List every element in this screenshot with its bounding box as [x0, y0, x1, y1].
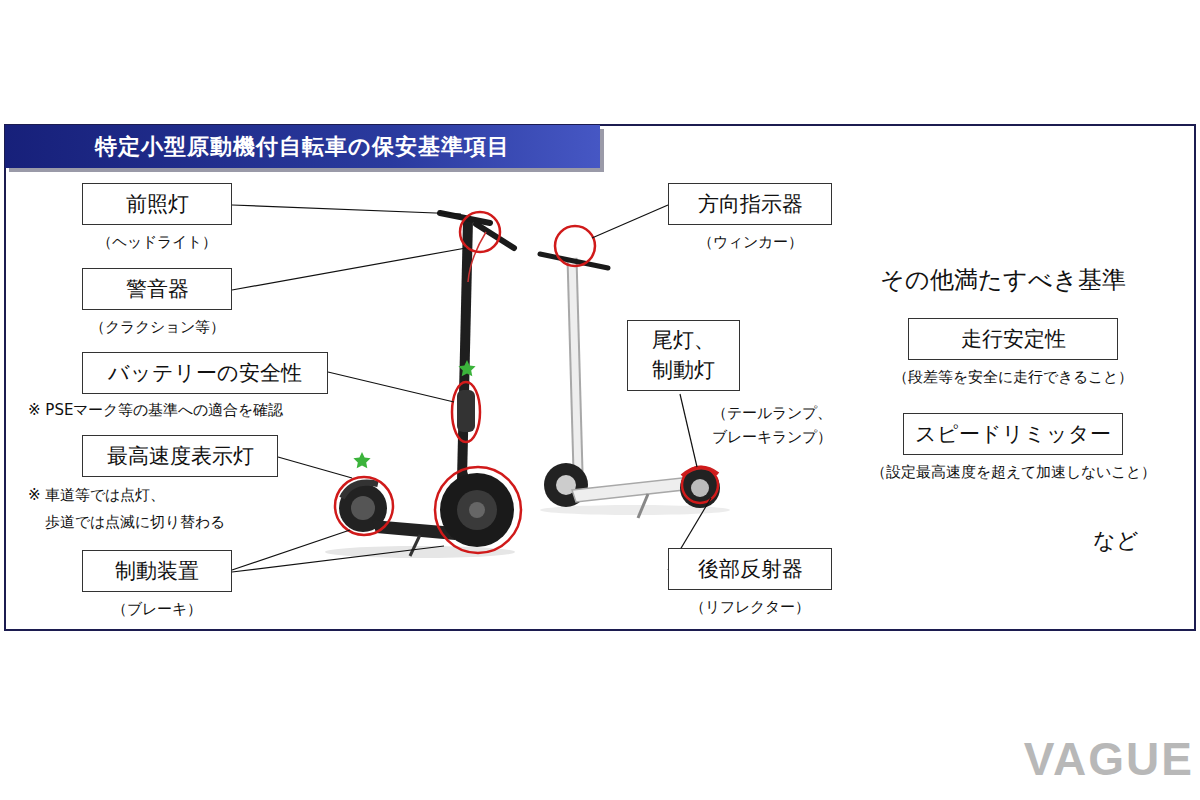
label-box: 最高速度表示灯 — [82, 435, 278, 477]
label-box: 前照灯 — [82, 183, 232, 225]
label-box: 制動装置 — [82, 550, 232, 592]
part-name: 最高速度表示灯 — [107, 442, 254, 470]
rear-hub — [351, 496, 375, 520]
note-text: など — [1093, 526, 1139, 556]
title-banner: 特定小型原動機付自転車の保安基準項目 — [5, 125, 600, 168]
label-node: 前照灯 （ヘッドライト） — [82, 183, 232, 252]
label-box: 方向指示器 — [668, 183, 832, 225]
part-name: 方向指示器 — [698, 190, 803, 218]
label-node: 最高速度表示灯 — [82, 435, 278, 477]
label-box: スピードリミッター — [903, 413, 1123, 455]
stem-part — [457, 390, 475, 432]
label-box: 走行安定性 — [908, 318, 1118, 360]
highlight-circle — [460, 212, 500, 252]
label-node: 後部反射器 （リフレクター） — [668, 548, 832, 617]
part-subtitle: （設定最高速度を超えて加速しないこと） — [871, 463, 1156, 482]
rear-wheel — [680, 468, 720, 508]
part-subtitle: （ウィンカー） — [698, 233, 803, 252]
label-node: 走行安定性 （段差等を安全に走行できること） — [893, 318, 1133, 387]
label-node: スピードリミッター （設定最高速度を超えて加速しないこと） — [871, 413, 1156, 482]
indicator-star — [458, 360, 475, 376]
highlight-circle — [435, 467, 521, 553]
leader-line — [278, 457, 352, 478]
leader-line — [232, 530, 350, 570]
panel-frame — [5, 125, 1195, 630]
leader-line — [232, 248, 466, 290]
highlight-circle — [555, 226, 595, 266]
label-node: 警音器 （クラクション等） — [82, 268, 232, 337]
label-box: 警音器 — [82, 268, 232, 310]
part-name: 制動装置 — [115, 557, 199, 585]
indicator-star — [353, 452, 370, 468]
leader-line — [232, 205, 461, 214]
part-name: スピードリミッター — [915, 420, 1111, 448]
part-subtitle: （ヘッドライト） — [97, 233, 217, 252]
highlight-circle — [335, 477, 393, 535]
part-subtitle: （クラクション等） — [90, 318, 225, 337]
part-name: 警音器 — [126, 275, 189, 303]
label-box: バッテリーの安全性 — [82, 352, 328, 394]
front-axle — [469, 502, 485, 518]
part-subtitle: （テールランプ、 ブレーキランプ） — [712, 401, 862, 449]
section-heading: その他満たすべき基準 — [880, 264, 1126, 296]
part-name: 走行安定性 — [961, 325, 1066, 353]
label-node: 方向指示器 （ウィンカー） — [668, 183, 832, 252]
label-node: 制動装置 （ブレーキ） — [82, 550, 232, 619]
black-scooter — [339, 213, 514, 556]
part-name: 前照灯 — [126, 190, 189, 218]
part-subtitle: （リフレクター） — [690, 598, 810, 617]
label-node: バッテリーの安全性 — [82, 352, 328, 394]
part-name: 後部反射器 — [698, 555, 803, 583]
part-name: 尾灯、 制動灯 — [636, 325, 731, 386]
leader-line — [328, 372, 454, 402]
rear-hub — [691, 479, 709, 497]
front-wheel — [440, 473, 514, 547]
stem — [572, 258, 578, 472]
leader-line — [232, 546, 444, 572]
highlight-circle — [452, 382, 480, 442]
front-hub — [457, 490, 497, 530]
note-text: ※ PSEマーク等の基準への適合を確認 — [28, 401, 283, 420]
label-node: 尾灯、 制動灯 （テールランプ、 ブレーキランプ） — [627, 320, 862, 449]
part-name: バッテリーの安全性 — [108, 359, 302, 387]
label-box: 後部反射器 — [668, 548, 832, 590]
stem-outline — [572, 258, 578, 472]
part-subtitle: （ブレーキ） — [112, 600, 202, 619]
part-subtitle: （段差等を安全に走行できること） — [893, 368, 1133, 387]
highlight-circle — [682, 467, 718, 503]
brake-cable — [468, 232, 486, 282]
note-text: ※ 車道等では点灯、 歩道では点滅に切り替わる — [28, 482, 315, 536]
watermark: VAGUE — [1024, 736, 1194, 782]
rear-fender — [342, 483, 378, 498]
kickstand — [410, 535, 420, 556]
leader-line — [680, 394, 697, 467]
leader-line — [592, 205, 668, 238]
label-box: 尾灯、 制動灯 — [627, 320, 740, 391]
kickstand — [638, 494, 648, 518]
